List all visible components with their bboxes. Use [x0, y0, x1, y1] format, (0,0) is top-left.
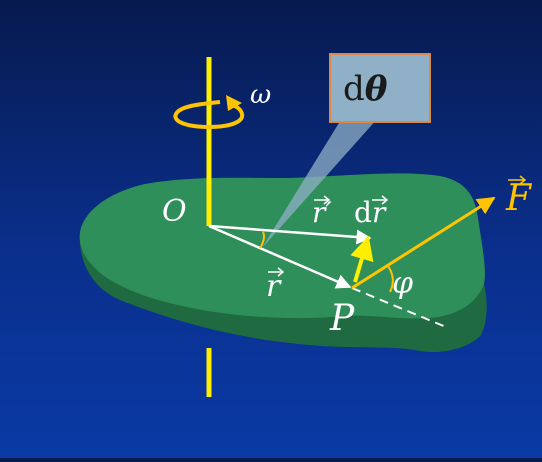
r-extension-dashed — [351, 287, 447, 328]
r-prime-dr-label: r′ dr — [312, 196, 387, 229]
dtheta-callout-box — [329, 53, 431, 123]
phi-angle-arc — [387, 265, 394, 293]
rotation-arrow-icon — [173, 100, 245, 130]
point-p-label: P — [329, 298, 355, 339]
dr-overarrow-icon — [372, 195, 389, 205]
dtheta-callout-label: dθ — [343, 69, 388, 109]
r-prime-vector — [208, 224, 372, 245]
r-overarrow-icon — [268, 267, 285, 277]
r-prime-overarrow-icon — [314, 195, 331, 205]
rigid-body-top — [79, 173, 485, 319]
dr-label: dr — [354, 196, 387, 229]
r-vector — [208, 224, 352, 289]
force-vector — [351, 196, 496, 290]
phi-label: φ — [392, 266, 413, 301]
r-label: r — [266, 269, 282, 304]
dr-vector — [350, 235, 374, 283]
rotation-arrowhead-icon — [226, 95, 242, 111]
dtheta-callout-pointer — [262, 118, 378, 248]
dtheta-angle-arc — [259, 231, 265, 249]
omega-label: ω — [250, 80, 271, 110]
force-overarrow-icon — [508, 175, 527, 185]
r-prime-label: r′ — [312, 196, 332, 229]
force-label: F — [505, 178, 533, 219]
origin-label: O — [162, 194, 187, 229]
